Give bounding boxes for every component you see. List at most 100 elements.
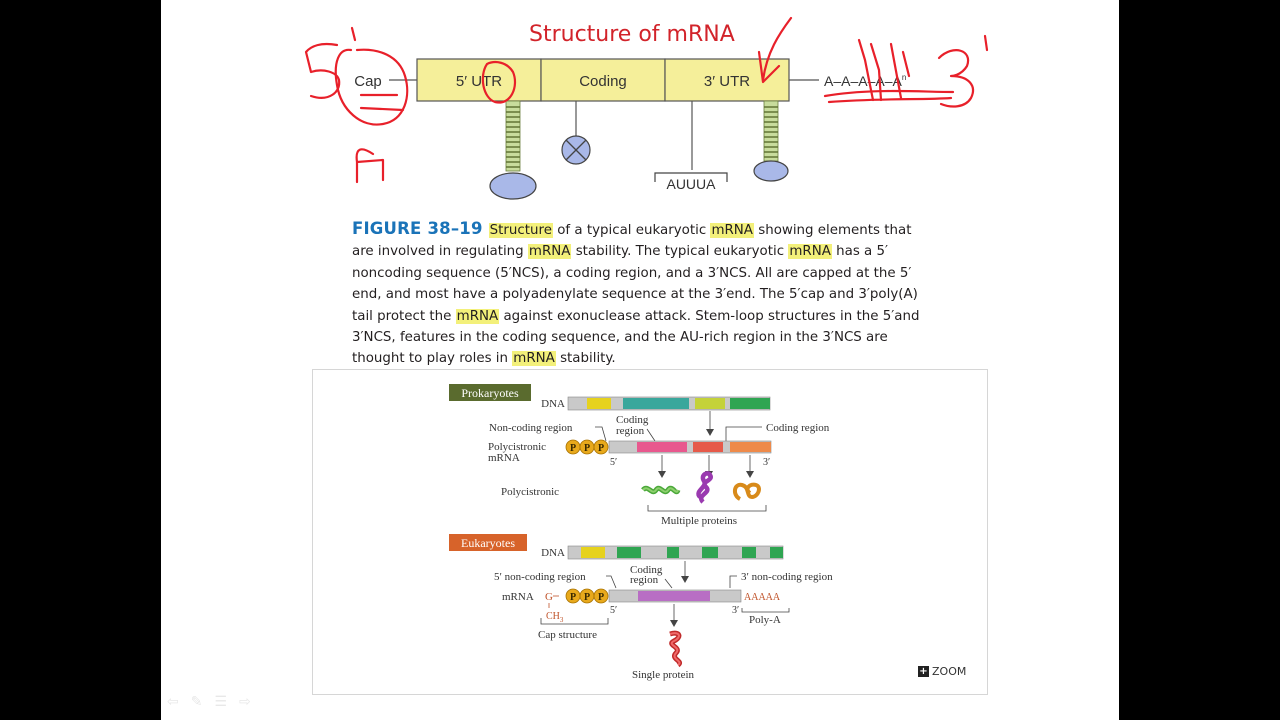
- pro-multiple-proteins: Multiple proteins: [661, 515, 737, 527]
- caption-highlight: mRNA: [788, 244, 832, 260]
- euk-ch3-label: CH3: [546, 611, 564, 624]
- svg-text:P: P: [598, 443, 604, 454]
- svg-text:P: P: [570, 592, 576, 603]
- svg-text:P: P: [584, 443, 590, 454]
- figure-label: FIGURE 38–19: [352, 219, 483, 238]
- auuua-label: AUUUA: [666, 176, 716, 192]
- euk-aaaaa-label: AAAAA: [744, 592, 781, 603]
- pen-icon[interactable]: ✎: [190, 693, 203, 709]
- stem-loop-3utr: [753, 100, 789, 182]
- auuua-region: AUUUA: [654, 101, 728, 192]
- pro-polycistronic-label: Polycistronic: [501, 486, 559, 498]
- prokaryotes-badge: [449, 384, 531, 401]
- euk-three-label: 3′: [732, 605, 739, 616]
- handwritten-3-prime: [937, 49, 975, 108]
- prokaryotes-badge-label: Prokaryotes: [461, 386, 519, 400]
- slide-page: Structure of mRNA Cap 5′ UTR Coding 3′ U…: [161, 0, 1119, 720]
- pro-polycistronic-mrna-2: mRNA: [488, 452, 520, 464]
- pro-translation-arrows: [661, 455, 751, 473]
- euk-single-protein: Single protein: [632, 669, 695, 681]
- pro-protein-orange: [733, 482, 761, 501]
- euk-dna-bar: [567, 545, 784, 560]
- caption-highlight: mRNA: [455, 308, 500, 324]
- caption-segment: showing elements that are involved in re…: [352, 223, 912, 260]
- gene-expression-figure: Prokaryotes DNA Non-coding region Coding…: [312, 369, 988, 695]
- pro-protein-purple: [696, 471, 713, 504]
- arrow-head-annotation: [757, 50, 781, 84]
- menu-icon[interactable]: ☰: [214, 693, 228, 709]
- euk-mrna-bar: [608, 589, 742, 603]
- handwritten-prime-mark: [350, 26, 357, 42]
- handwritten-g-annotation: [355, 148, 385, 184]
- circle-cap-annotation: [334, 48, 409, 126]
- cap-label: Cap: [354, 73, 382, 90]
- mrna-structure-diagram: Cap 5′ UTR Coding 3′ UTR A–A–A–A–An: [304, 16, 989, 200]
- eukaryotes-badge: [449, 534, 527, 551]
- svg-text:P: P: [584, 592, 590, 603]
- euk-dna-label: DNA: [541, 547, 565, 559]
- pro-mrna-bar: [608, 440, 772, 454]
- pro-polycistronic-mrna-1: Polycistronic: [488, 441, 546, 453]
- euk-g-label: G: [545, 591, 553, 603]
- pro-noncoding-label: Non-coding region: [489, 422, 573, 434]
- zoom-plus-icon: +: [918, 666, 929, 677]
- mrna-backbone: [389, 58, 819, 102]
- pro-dna-bar: [567, 396, 771, 411]
- stem-loop-5utr: [489, 100, 537, 200]
- caption-segment: against exonuclease attack. Stem-loop st…: [352, 308, 920, 367]
- slide-nav-controls: ⇦ ✎ ☰ ⇨: [167, 693, 251, 710]
- coding-label: Coding: [579, 73, 627, 90]
- handwritten-prime-mark-3: [983, 34, 989, 52]
- poly-a-tail: A–A–A–A–An: [824, 73, 906, 89]
- utr5-box: [416, 58, 542, 102]
- euk-mrna-label: mRNA: [502, 591, 534, 603]
- euk-coding-label-2: region: [630, 574, 659, 586]
- handwritten-5-prime: [304, 42, 341, 99]
- caption-highlight: mRNA: [512, 351, 556, 367]
- prev-arrow-icon[interactable]: ⇦: [167, 693, 179, 709]
- pro-coding-label-1: Coding: [616, 414, 649, 426]
- euk-single-protein-shape: [669, 630, 682, 668]
- euk-ppp-cap: P P P: [565, 588, 609, 604]
- pro-three-label: 3′: [763, 457, 770, 468]
- pro-coding-right-label: Coding region: [766, 422, 830, 434]
- caption-highlight: Structure: [488, 223, 553, 238]
- euk-noncoding3-label: 3′ non-coding region: [741, 571, 833, 583]
- caption-text: Structure of a typical eukaryotic mRNA s…: [352, 223, 920, 367]
- coding-feature: [561, 101, 591, 165]
- pen-annotations: [304, 16, 989, 184]
- eukaryotes-badge-label: Eukaryotes: [461, 536, 515, 550]
- caption-segment: has a 5′ noncoding sequence (5′NCS), a c…: [352, 244, 918, 324]
- caption-segment: stability. The typical eukaryotic: [571, 244, 789, 260]
- pro-five-label: 5′: [610, 457, 617, 468]
- zoom-button[interactable]: + ZOOM: [918, 665, 966, 678]
- svg-text:P: P: [598, 592, 604, 603]
- arrow-line-annotation: [761, 16, 793, 82]
- poly-a-strikes-annotation: [857, 38, 911, 102]
- poly-a-underline-annotation: [823, 89, 955, 104]
- caption-highlight: mRNA: [710, 223, 754, 238]
- coding-box: [540, 58, 666, 102]
- caption-segment: of a typical eukaryotic: [552, 223, 711, 238]
- utr5-label: 5′ UTR: [456, 73, 502, 90]
- cap-underline-annotation: [359, 93, 405, 112]
- pro-coding-label-2: region: [616, 425, 645, 437]
- next-arrow-icon[interactable]: ⇨: [239, 693, 251, 709]
- euk-coding-label-1: Coding: [630, 564, 663, 576]
- caption-highlight: mRNA: [527, 244, 572, 260]
- pro-ppp-cap: P P P: [565, 439, 609, 455]
- svg-text:P: P: [570, 443, 576, 454]
- circle-utr-annotation: [481, 61, 517, 104]
- utr3-box: [664, 58, 790, 102]
- pro-dna-label: DNA: [541, 398, 565, 410]
- caption-segment: stability.: [555, 351, 616, 367]
- zoom-label: ZOOM: [932, 665, 967, 678]
- utr3-label: 3′ UTR: [704, 73, 750, 90]
- euk-five-label: 5′: [610, 605, 617, 616]
- euk-cap-structure: Cap structure: [538, 629, 597, 641]
- euk-noncoding5-label: 5′ non-coding region: [494, 571, 586, 583]
- pro-protein-green: [641, 485, 681, 495]
- slide-title: Structure of mRNA: [529, 22, 735, 47]
- euk-poly-a-label: Poly-A: [749, 614, 781, 626]
